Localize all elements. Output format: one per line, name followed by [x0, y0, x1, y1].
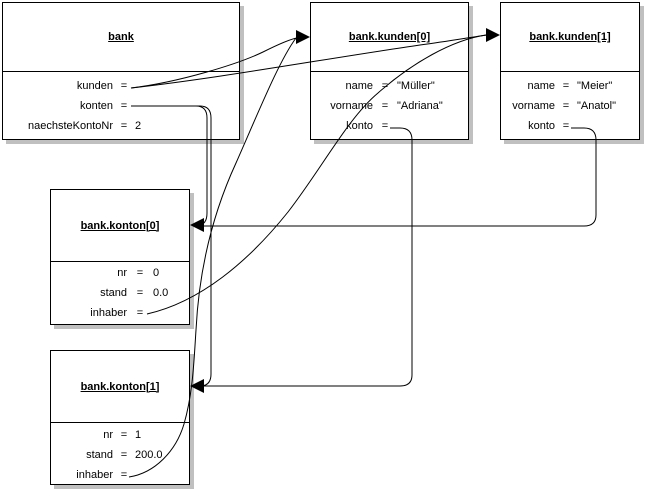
equals-sign: =: [562, 80, 570, 92]
field-value: 0.0: [153, 287, 169, 299]
equals-sign: =: [562, 100, 570, 112]
field-row-name: name = "Müller": [311, 76, 468, 96]
equals-sign: =: [136, 287, 144, 299]
equals-sign: =: [120, 120, 128, 132]
field-list: name = "Müller" vorname = "Adriana" konto =: [311, 72, 468, 136]
arrowhead-konton1: [190, 379, 204, 393]
equals-sign: =: [120, 449, 128, 461]
field-row-name: name = "Meier": [501, 76, 639, 96]
field-list: nr = 0 stand = 0.0 inhaber =: [51, 262, 189, 323]
field-row-konto: konto =: [501, 116, 639, 136]
arrowhead-kunden1: [486, 28, 500, 42]
field-list: kunden = konten = naechsteKontoNr = 2: [3, 72, 239, 136]
field-label: inhaber: [90, 307, 127, 319]
object-title-konton1: bank.konton[1]: [51, 351, 189, 423]
field-row-naechstekontonr: naechsteKontoNr = 2: [3, 116, 239, 136]
field-value: "Müller": [397, 80, 435, 92]
field-row-vorname: vorname = "Adriana": [311, 96, 468, 116]
field-row-kunden: kunden =: [3, 76, 239, 96]
field-value: [135, 465, 189, 485]
field-label: konto: [346, 120, 373, 132]
object-title-konton0: bank.konton[0]: [51, 190, 189, 262]
equals-sign: =: [120, 429, 128, 441]
field-row-stand: stand = 200.0: [51, 445, 189, 465]
object-box-kunden1[interactable]: bank.kunden[1] name = "Meier" vorname = "Ana…: [500, 2, 640, 140]
equals-sign: =: [381, 80, 389, 92]
field-label: name: [527, 80, 555, 92]
field-value: 0: [153, 267, 160, 279]
field-label: kunden: [76, 80, 113, 92]
field-label: nr: [117, 267, 127, 279]
equals-sign: =: [562, 120, 570, 132]
field-row-stand: stand = 0.0: [51, 283, 189, 303]
object-title-bank: bank: [3, 3, 239, 72]
field-row-inhaber: inhaber =: [51, 303, 189, 323]
field-label: vorname: [330, 100, 373, 112]
field-list: nr = 1 stand = 200.0 inhaber =: [51, 423, 189, 485]
equals-sign: =: [381, 120, 389, 132]
equals-sign: =: [120, 100, 128, 112]
field-label: vorname: [512, 100, 555, 112]
field-row-nr: nr = 1: [51, 425, 189, 445]
field-row-vorname: vorname = "Anatol": [501, 96, 639, 116]
object-box-konton1[interactable]: bank.konton[1] nr = 1 stand = 200.0 inhaber =: [50, 350, 190, 485]
field-value: 1: [135, 429, 142, 441]
field-label: naechsteKontoNr: [28, 120, 113, 132]
equals-sign: =: [136, 267, 144, 279]
field-label: konten: [79, 100, 113, 112]
ref-line-kunden0-konto-to-konton1: [204, 127, 413, 387]
ref-line-kunden1-konto-to-konton0: [204, 127, 597, 227]
object-box-konton0[interactable]: bank.konton[0] nr = 0 stand = 0.0 inhaber =: [50, 189, 190, 325]
field-value: [153, 303, 189, 323]
object-box-kunden0[interactable]: bank.kunden[0] name = "Müller" vorname = "Ad…: [310, 2, 469, 140]
field-list: name = "Meier" vorname = "Anatol" konto =: [501, 72, 639, 136]
equals-sign: =: [381, 100, 389, 112]
field-label: nr: [103, 429, 113, 441]
object-title-kunden0: bank.kunden[0]: [311, 3, 468, 72]
field-label: inhaber: [76, 469, 113, 481]
arrowhead-konton0: [190, 218, 204, 232]
field-label: konto: [528, 120, 555, 132]
field-value: 200.0: [135, 449, 163, 461]
field-row-nr: nr = 0: [51, 263, 189, 283]
field-row-konto: konto =: [311, 116, 468, 136]
field-value: 2: [135, 120, 142, 132]
equals-sign: =: [120, 469, 128, 481]
object-title-kunden1: bank.kunden[1]: [501, 3, 639, 72]
equals-sign: =: [120, 80, 128, 92]
field-label: stand: [86, 449, 113, 461]
field-value: "Anatol": [577, 100, 616, 112]
field-value: [135, 76, 239, 96]
object-box-bank[interactable]: bank kunden = konten = naechsteKontoNr = 2: [2, 2, 240, 140]
field-row-inhaber: inhaber =: [51, 465, 189, 485]
arrowhead-kunden0: [296, 30, 310, 44]
field-value: [397, 116, 468, 136]
equals-sign: =: [136, 307, 144, 319]
field-row-konten: konten =: [3, 96, 239, 116]
field-value: [577, 116, 639, 136]
field-value: [135, 96, 239, 116]
field-label: stand: [100, 287, 127, 299]
field-label: name: [345, 80, 373, 92]
field-value: "Meier": [577, 80, 613, 92]
field-value: "Adriana": [397, 100, 443, 112]
